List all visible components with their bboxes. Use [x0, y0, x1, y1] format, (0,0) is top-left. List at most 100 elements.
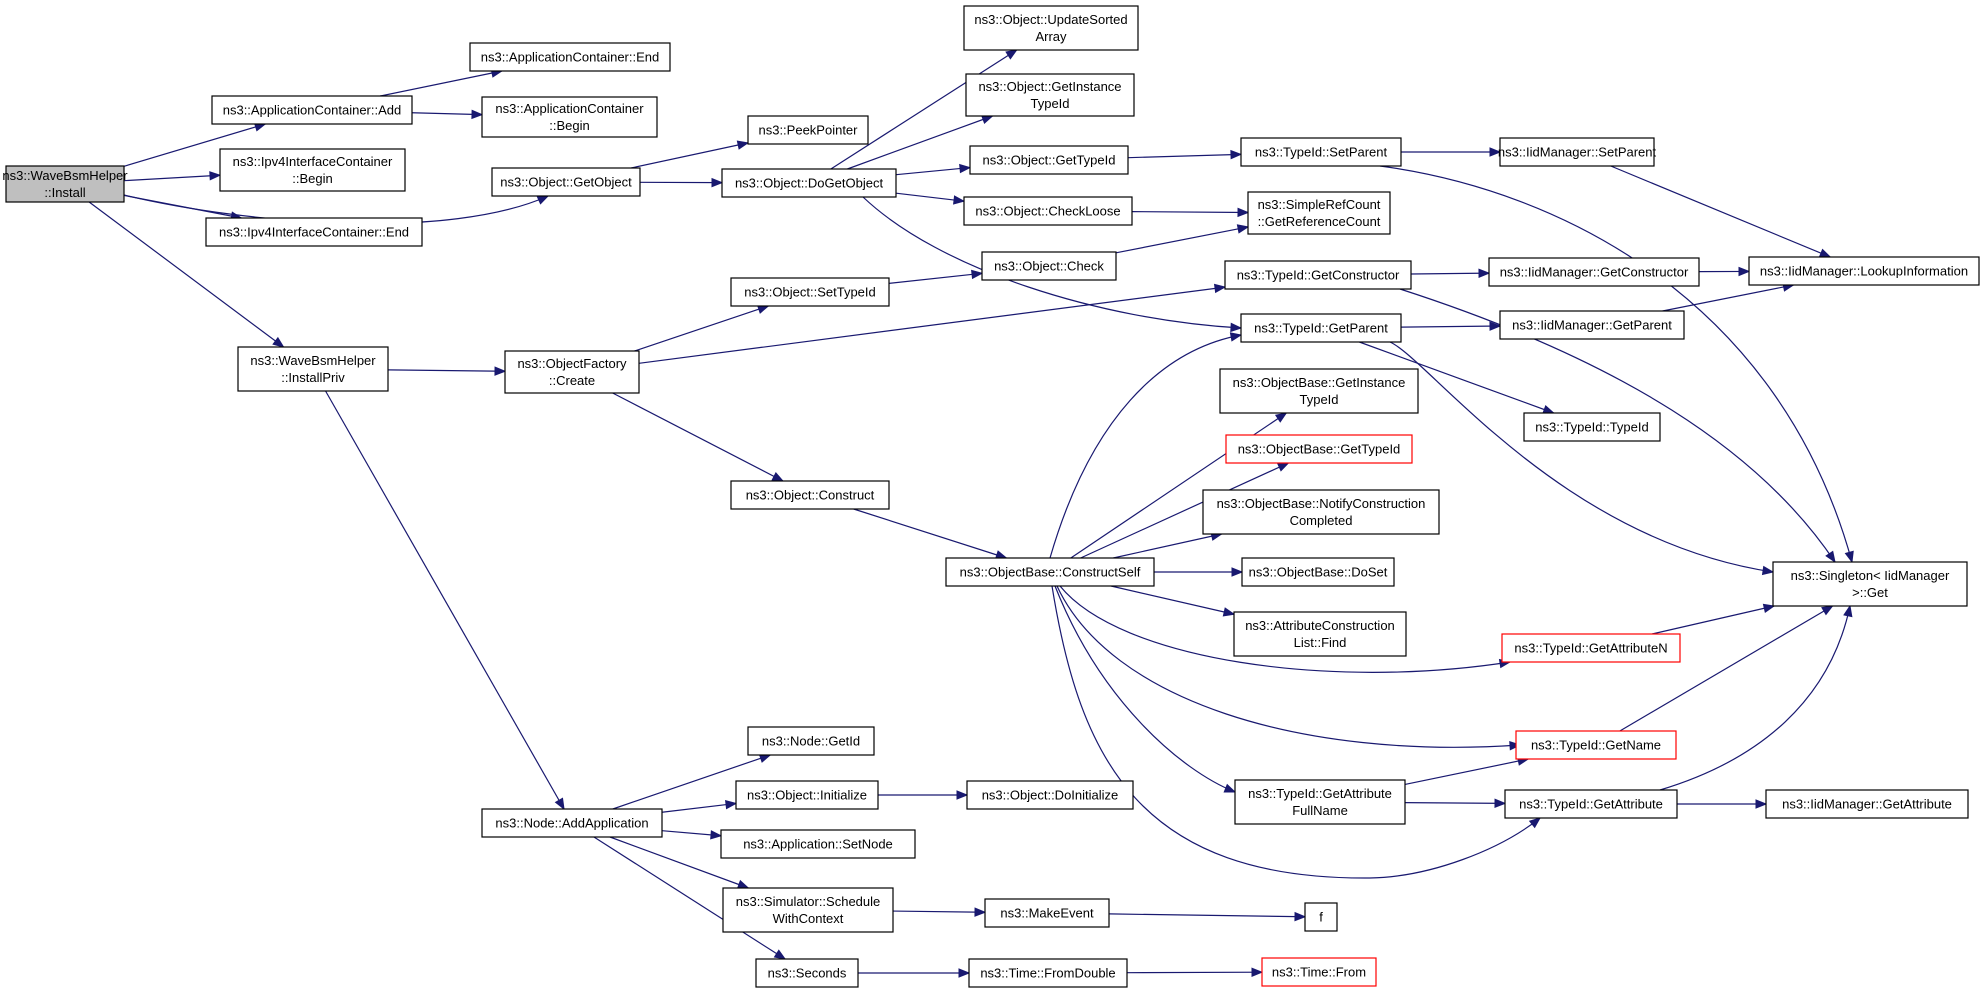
function-node[interactable]: ns3::Ipv4InterfaceContainer::End	[205, 217, 423, 247]
arrow-head-icon	[725, 799, 738, 810]
function-node-label: ns3::IidManager::GetAttribute	[1782, 797, 1952, 812]
function-node-label: ns3::Simulator::Schedule	[736, 894, 881, 909]
function-node-box	[211, 95, 413, 125]
call-edge	[892, 910, 986, 913]
function-node-label: ns3::ObjectFactory	[517, 356, 627, 371]
arrow-head-icon	[1251, 967, 1264, 977]
function-node[interactable]: ns3::WaveBsmHelper::Install	[2, 165, 128, 203]
function-node-box	[1241, 557, 1395, 587]
function-node[interactable]: ns3::Ipv4InterfaceContainer::Begin	[219, 148, 406, 192]
function-node-label: ::GetReferenceCount	[1258, 214, 1381, 229]
function-node[interactable]: ns3::ObjectFactory::Create	[504, 350, 640, 394]
function-node-label: ns3::ObjectBase::GetInstance	[1233, 375, 1406, 390]
function-node[interactable]: ns3::TypeId::SetParent	[1240, 137, 1402, 167]
function-node[interactable]: ns3::Object::GetTypeId	[969, 145, 1129, 175]
function-node-box	[730, 480, 890, 510]
function-node[interactable]: ns3::IidManager::GetParent	[1499, 310, 1685, 340]
function-node[interactable]: ns3::Object::Construct	[730, 480, 890, 510]
function-node-label: ns3::Ipv4InterfaceContainer	[233, 154, 393, 169]
function-node[interactable]: ns3::Application::SetNode	[720, 829, 916, 859]
arrow-head-icon	[974, 907, 987, 917]
function-node[interactable]: ns3::Object::GetObject	[491, 167, 641, 197]
function-node-label: ns3::Object::Check	[994, 259, 1104, 274]
function-node-label: ns3::Object::Initialize	[747, 788, 867, 803]
function-node-box	[1234, 779, 1406, 825]
function-node[interactable]: ns3::ApplicationContainer::End	[469, 42, 671, 72]
function-node[interactable]: ns3::SimpleRefCount::GetReferenceCount	[1247, 191, 1391, 235]
function-node-box	[965, 73, 1135, 117]
function-node[interactable]: ns3::TypeId::GetConstructor	[1224, 260, 1412, 290]
function-node-box	[1219, 368, 1419, 414]
function-node-box	[491, 167, 641, 197]
function-node-box	[1261, 957, 1377, 987]
function-node-label: ns3::ApplicationContainer::End	[481, 50, 660, 65]
function-node[interactable]: ns3::Object::DoInitialize	[966, 780, 1134, 810]
function-node[interactable]: ns3::Time::From	[1261, 957, 1377, 987]
function-node[interactable]: ns3::Object::SetTypeId	[730, 277, 890, 307]
function-node[interactable]: ns3::ObjectBase::ConstructSelf	[945, 557, 1155, 587]
function-node[interactable]: ns3::ObjectBase::GetTypeId	[1225, 434, 1413, 464]
function-node[interactable]: ns3::Node::AddApplication	[481, 808, 663, 838]
function-node[interactable]: ns3::WaveBsmHelper::InstallPriv	[237, 346, 389, 392]
function-node[interactable]: ns3::TypeId::GetParent	[1240, 313, 1402, 343]
function-node[interactable]: ns3::IidManager::SetParent	[1498, 137, 1657, 167]
arrow-head-icon	[1509, 740, 1522, 751]
call-edge	[123, 174, 221, 182]
function-node-label: WithContext	[773, 911, 844, 926]
function-node-box	[1499, 310, 1685, 340]
call-edge	[612, 392, 784, 482]
function-node[interactable]: ns3::IidManager::LookupInformation	[1748, 256, 1980, 286]
function-node-box	[735, 780, 879, 810]
function-node-label: ns3::Object::DoInitialize	[982, 788, 1119, 803]
function-node[interactable]: ns3::ApplicationContainer::Begin	[481, 96, 658, 138]
function-node-box	[755, 958, 859, 988]
function-node-box	[1499, 137, 1655, 167]
arrow-head-icon	[953, 195, 966, 205]
function-node-label: ns3::IidManager::GetParent	[1512, 318, 1672, 333]
function-node[interactable]: ns3::PeekPointer	[747, 115, 869, 145]
arrow-head-icon	[711, 177, 724, 188]
arrow-head-icon	[1755, 799, 1768, 809]
function-node[interactable]: ns3::MakeEvent	[984, 898, 1110, 928]
arrow-head-icon	[1843, 604, 1853, 618]
function-node[interactable]: ns3::Object::CheckLoose	[963, 196, 1133, 226]
call-edge	[1108, 913, 1306, 918]
function-node[interactable]: ns3::Object::Check	[981, 251, 1117, 281]
function-node[interactable]: ns3::Time::FromDouble	[968, 958, 1128, 988]
arrow-head-icon	[971, 269, 984, 280]
call-edge	[380, 70, 502, 97]
function-node[interactable]: ns3::Node::GetId	[747, 726, 875, 756]
arrow-head-icon	[736, 140, 750, 150]
function-node[interactable]: ns3::IidManager::GetConstructor	[1488, 257, 1700, 287]
call-edge	[411, 112, 483, 116]
function-node[interactable]: ns3::TypeId::TypeId	[1523, 412, 1661, 442]
arrow-head-icon	[1542, 404, 1555, 414]
function-node[interactable]: ns3::ObjectBase::DoSet	[1241, 557, 1395, 587]
function-node[interactable]: ns3::ApplicationContainer::Add	[211, 95, 413, 125]
function-node[interactable]: ns3::Object::DoGetObject	[721, 168, 897, 198]
function-node-label: ns3::Node::AddApplication	[495, 816, 648, 831]
arrow-head-icon	[1762, 603, 1776, 613]
function-node[interactable]: ns3::TypeId::GetAttributeN	[1501, 633, 1681, 663]
arrow-head-icon	[1844, 550, 1854, 564]
arrow-head-icon	[773, 949, 787, 960]
function-node[interactable]: ns3::ObjectBase::NotifyConstructionCompl…	[1202, 489, 1440, 535]
arrow-head-icon	[956, 790, 969, 800]
function-node[interactable]: ns3::Singleton< IidManager>::Get	[1772, 561, 1968, 607]
function-node[interactable]: ns3::IidManager::GetAttribute	[1765, 789, 1969, 819]
function-node[interactable]: ns3::TypeId::GetAttribute	[1504, 789, 1678, 819]
function-node[interactable]: ns3::Object::Initialize	[735, 780, 879, 810]
function-node[interactable]: ns3::Seconds	[755, 958, 859, 988]
call-graph-nodes: ns3::WaveBsmHelper::Installns3::Applicat…	[2, 5, 1980, 988]
function-node-label: Array	[1035, 29, 1067, 44]
function-node-label: ns3::TypeId::GetName	[1531, 738, 1661, 753]
function-node-label: FullName	[1292, 803, 1348, 818]
function-node[interactable]: ns3::TypeId::GetName	[1515, 730, 1677, 760]
function-node[interactable]: f	[1304, 902, 1338, 932]
